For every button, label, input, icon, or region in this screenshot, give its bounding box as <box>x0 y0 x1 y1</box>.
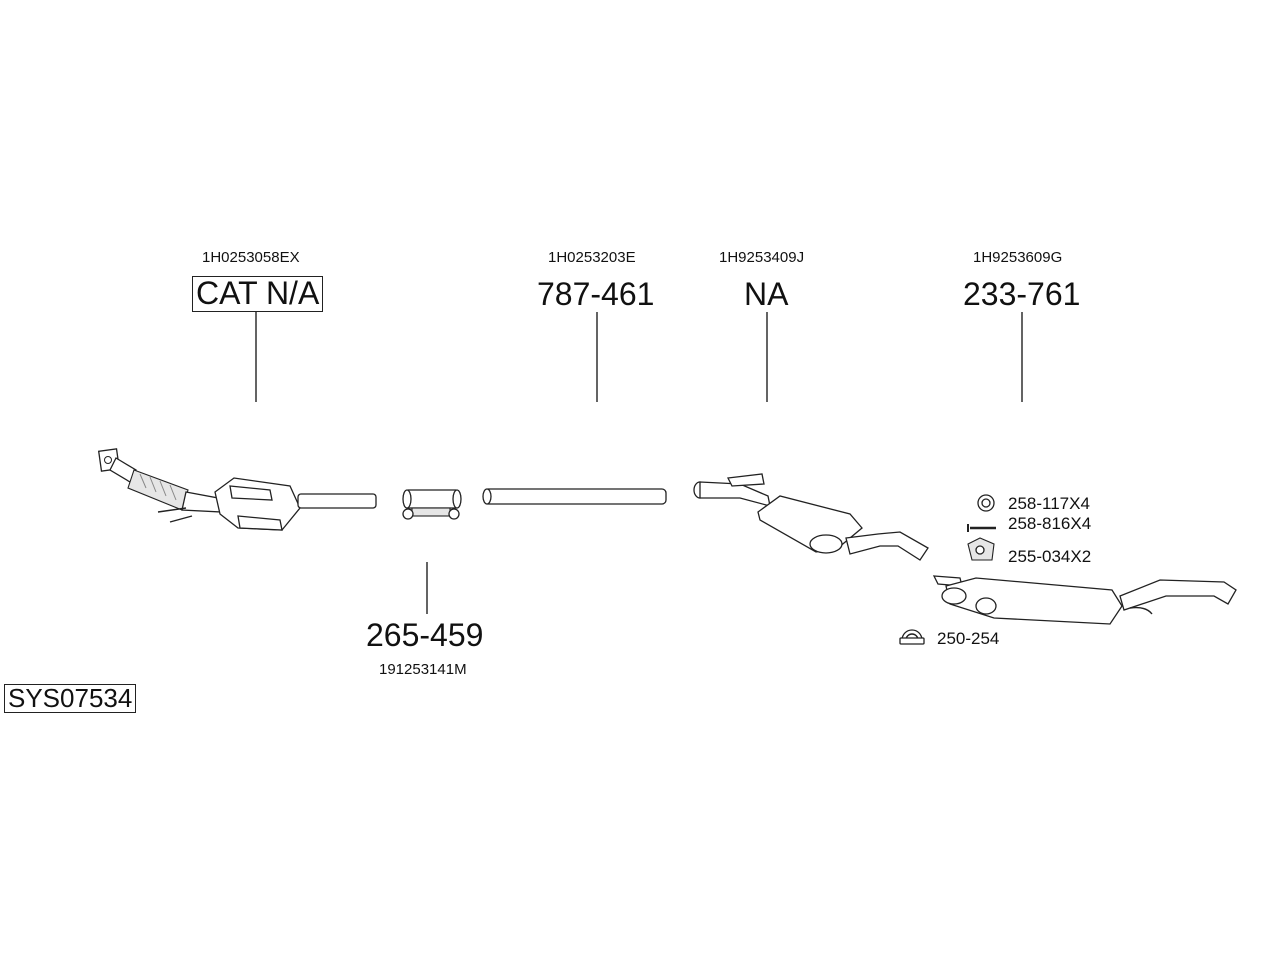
accessory-label-ring[interactable]: 258-117X4 <box>1008 494 1090 513</box>
accessory-label-clip[interactable]: 250-254 <box>937 629 1000 648</box>
ring-accessory[interactable] <box>977 494 995 512</box>
part-number-rear-silencer[interactable]: 233-761 <box>963 276 1081 312</box>
oem-number-rear-silencer: 1H9253609G <box>973 249 1063 266</box>
part-number-catalyst[interactable]: CAT N/A <box>192 276 324 312</box>
part-number-front-pipe[interactable]: 787-461 <box>537 276 655 312</box>
front-pipe-part[interactable] <box>482 488 667 505</box>
oem-number-middle-silencer: 1H9253409J <box>719 249 805 266</box>
bolt-accessory[interactable] <box>967 524 996 532</box>
accessory-label-bolt[interactable]: 258-816X4 <box>1008 514 1092 533</box>
system-code: SYS07534 <box>4 684 137 714</box>
middle-silencer-part[interactable] <box>693 473 929 561</box>
oem-number-clamp: 191253141M <box>379 661 467 678</box>
rear-silencer-part[interactable] <box>932 575 1237 625</box>
clip-accessory[interactable] <box>899 629 925 645</box>
mount-accessory[interactable] <box>967 537 995 561</box>
part-number-clamp[interactable]: 265-459 <box>366 617 484 653</box>
accessory-label-mount[interactable]: 255-034X2 <box>1008 547 1092 566</box>
clamp-part[interactable] <box>402 489 462 520</box>
part-number-middle-silencer[interactable]: NA <box>744 276 789 312</box>
oem-number-catalyst: 1H0253058EX <box>202 249 300 266</box>
oem-number-front-pipe: 1H0253203E <box>548 249 636 266</box>
catalyst-part[interactable] <box>97 448 377 531</box>
